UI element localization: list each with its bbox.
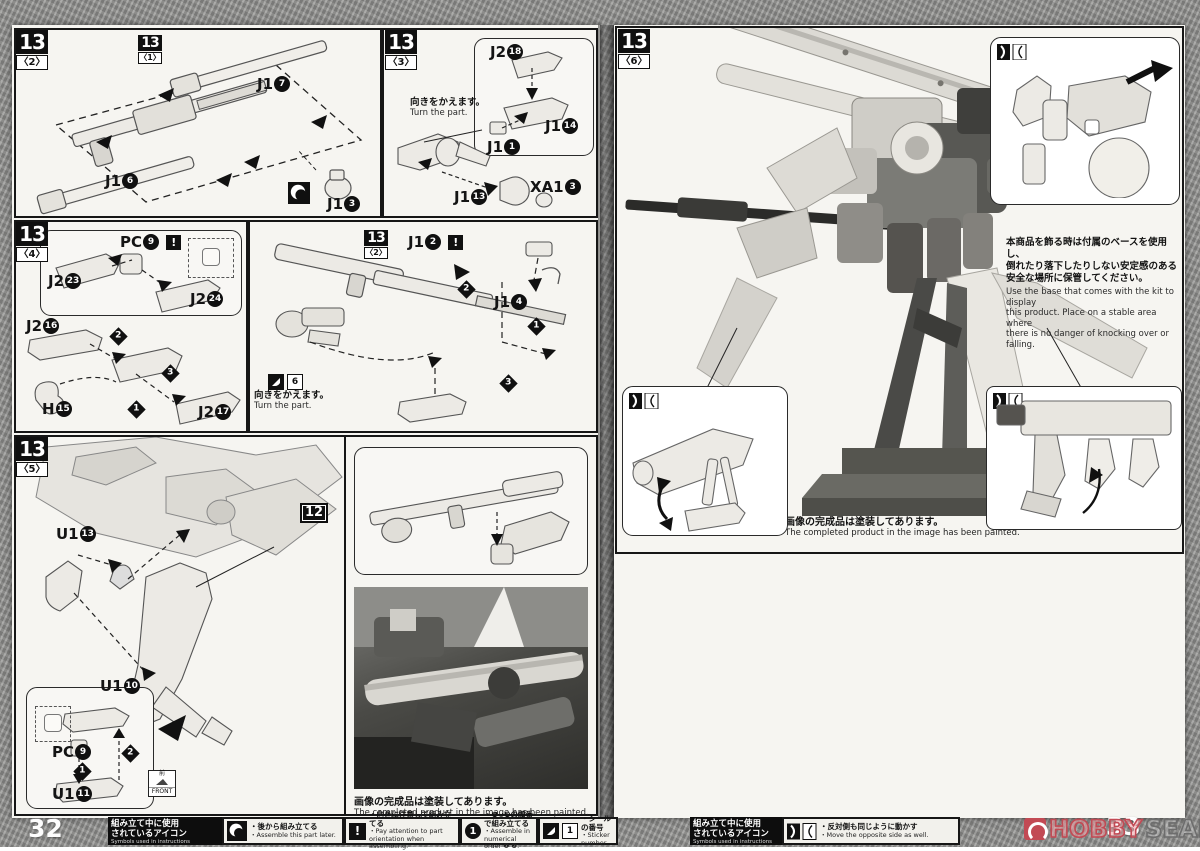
step-13-3-lineart [397,51,569,208]
step-badge-13-3: 13 〈3〉 [385,30,417,70]
legend-item-numerical-order: 1 ・❶→❷の順番で組み立てる・Assemble in numerical or… [460,811,538,850]
step-badge-13-5: 13 〈5〉 [16,437,48,477]
rifle-assembly-lineart [274,241,567,423]
page-gutter [598,25,614,818]
head-detail-lineart [1012,60,1173,198]
right-page-number: 33 [1106,812,1141,841]
landing-gear-inset [622,386,788,536]
mirror-icon [787,822,817,840]
photo-caption: 画像の完成品は塗装してあります。 The completed product i… [785,517,1020,538]
landing-gear-lineart [632,428,754,532]
head-detail-inset [990,37,1180,205]
sticker-number-box: 1 [562,823,578,839]
panel-13-5-result: 画像の完成品は塗装してあります。 The completed product i… [346,435,598,818]
step-13-2-lineart [36,40,363,215]
legend-item-orientation: ! ・向きに注意して組み立てる・Pay attention to part or… [344,811,460,850]
result-lineart [369,471,570,565]
mirror-icon [997,44,1027,60]
left-footer-legend: 組み立て中に使用 されているアイコン Symbols used in instr… [108,817,222,845]
sticker-icon [268,374,284,390]
orientation-detail-box [188,238,234,278]
legend-item-assemble-later: ・後から組み立てる・Assemble this part later. [222,817,344,845]
ref-box-12: 12 [300,503,329,523]
left-page-number: 32 [28,814,63,843]
panel-13-3 [382,28,598,218]
result-lineart-box [354,447,588,575]
base-warning-text: 本商品を飾る時は付属のベースを使用し、 倒れたり落下したりしない安定感のある 安… [1006,237,1178,350]
turn-part-note-1: 向きをかえます。 Turn the part. [410,97,486,118]
sticker-marker: 6 [268,374,303,390]
ref-badge-13-1: 13 〈1〉 [138,35,162,64]
photo-caption: 画像の完成品は塗装してあります。 The completed product i… [354,797,589,818]
sticker-icon [543,823,559,839]
hobby-search-watermark: HOBBY SEARCH [1024,814,1200,844]
thruster-lineart [996,400,1172,518]
sticker-number-box: 6 [287,374,303,390]
front-arrow-glyph [156,779,168,785]
painted-product-photo [354,587,588,789]
ref-badge-13-2: 13 〈2〉 [364,230,388,259]
front-icon: 前 FRONT [148,770,176,797]
photo-content [354,587,588,789]
step-badge-13-2: 13 〈2〉 [16,30,48,70]
right-page: 画像の完成品は塗装してあります。 The completed product i… [614,25,1185,818]
orientation-warning-icon: ! [166,234,182,250]
thruster-detail-inset [986,386,1182,530]
step-substep: 〈2〉 [16,55,48,70]
right-footer-legend: 組み立て中に使用 されているアイコン Symbols used in instr… [690,817,782,845]
assemble-later-icon [288,182,310,204]
legend-item-sticker: 1 ・シールの番号・Sticker number [538,814,618,846]
panel-13-2 [14,28,382,218]
step-badge-13-6: 13 〈6〉 [618,29,650,69]
orientation-warning-icon: ! [448,234,464,250]
legend-item-mirror: ・反対側も同じように動かす・Move the opposite side as … [782,817,960,845]
hobby-search-logo-icon [1024,818,1048,842]
orientation-detail-box [35,706,71,742]
turn-part-note-2: 向きをかえます。 Turn the part. [254,390,330,411]
step-badge-13-4: 13 〈4〉 [16,222,48,262]
step-13-5-lineart [35,437,343,746]
step-number: 13 [16,30,48,54]
panel-13-5 [14,435,346,816]
mirror-icon [629,393,659,409]
panel-13-2-assembly: 6 [248,220,598,433]
assemble-later-icon [227,821,247,841]
number-1-icon: 1 [465,823,481,839]
orientation-warning-icon: ! [349,822,366,840]
